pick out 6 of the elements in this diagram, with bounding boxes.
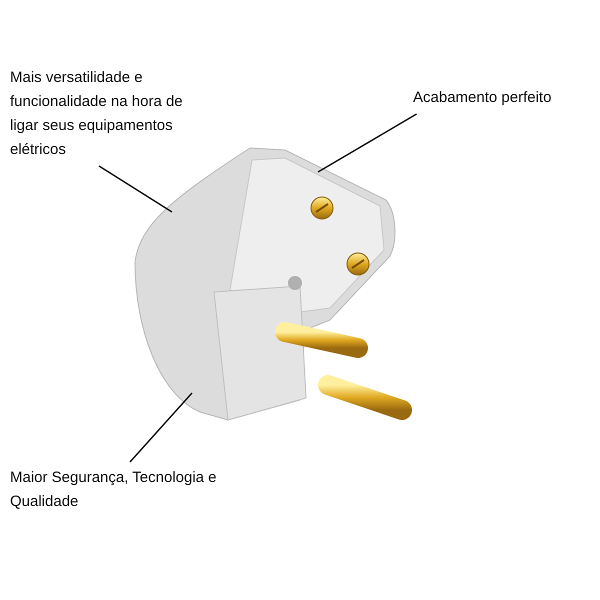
leader-line: [98, 165, 172, 213]
callout-text: Maior Segurança, Tecnologia e Qualidade: [10, 469, 217, 510]
leader-line: [318, 113, 417, 173]
leader-line: [129, 392, 193, 462]
callout-text: Acabamento perfeito: [413, 89, 552, 106]
callout-text: Mais versatilidade e funcionalidade na hora de ligar seus equipamentos elétricos: [10, 69, 183, 158]
